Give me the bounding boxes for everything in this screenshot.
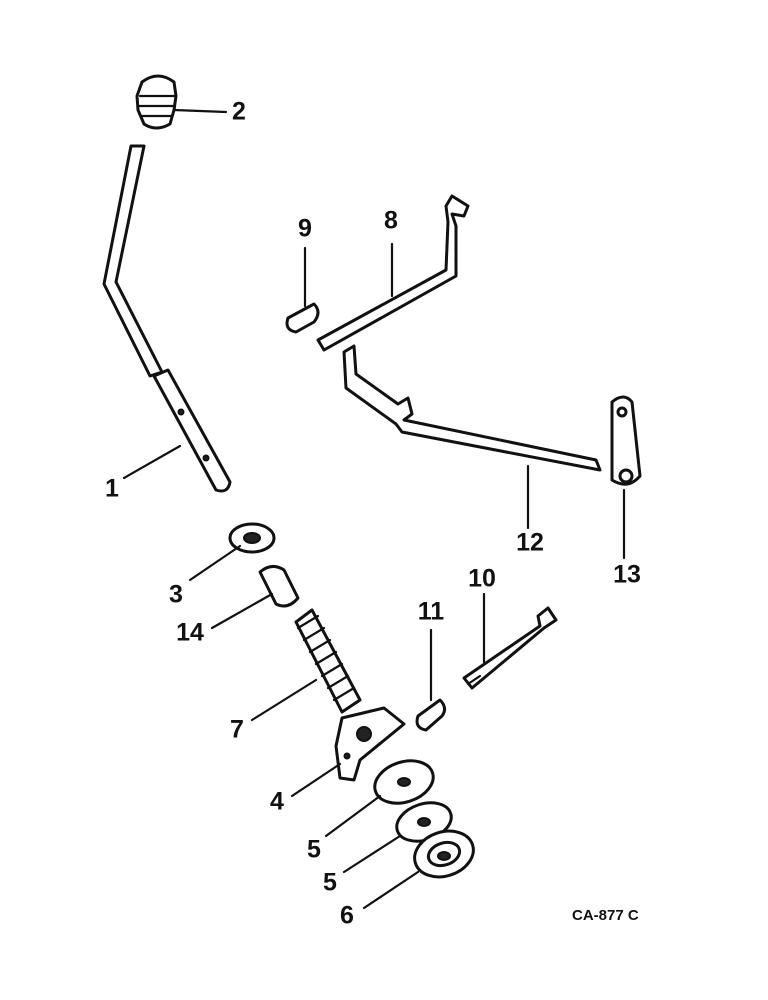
callout-14: 14 <box>176 619 204 647</box>
callout-labels: 2 1 9 8 12 13 3 14 7 4 11 10 5 5 6 <box>105 98 641 930</box>
rod-end <box>285 302 320 334</box>
washer-collar <box>228 522 276 554</box>
leader-7 <box>250 678 318 722</box>
callout-13: 13 <box>613 561 641 589</box>
leader-1 <box>122 444 182 480</box>
callout-7: 7 <box>230 716 244 744</box>
spacer <box>258 565 300 608</box>
leader-6 <box>362 870 420 910</box>
callout-10: 10 <box>468 565 496 593</box>
crank-rod <box>342 344 602 472</box>
leader-3 <box>188 544 242 582</box>
leader-lines <box>122 108 626 910</box>
link-rod <box>316 194 470 352</box>
callout-3: 3 <box>169 581 183 609</box>
callout-5b: 5 <box>323 869 337 897</box>
pivot-pin <box>415 698 447 732</box>
callout-2: 2 <box>232 98 246 126</box>
boot-base <box>413 829 475 879</box>
callout-11: 11 <box>418 598 445 626</box>
washer-upper <box>373 759 435 805</box>
callout-6: 6 <box>340 902 354 930</box>
leader-5b <box>342 834 402 874</box>
callout-4: 4 <box>270 788 284 816</box>
leader-2 <box>172 108 228 114</box>
leader-5a <box>324 794 382 838</box>
callout-5a: 5 <box>307 836 321 864</box>
lever-bracket <box>334 706 406 782</box>
callout-8: 8 <box>384 207 398 235</box>
control-rod <box>462 606 558 690</box>
callout-1: 1 <box>105 475 119 503</box>
arm <box>610 395 642 486</box>
callout-9: 9 <box>298 215 312 243</box>
lever-knob <box>135 74 178 130</box>
leader-4 <box>290 762 342 798</box>
figure-reference-code: CA-877 C <box>572 907 639 924</box>
leader-14 <box>210 592 274 630</box>
shift-lever <box>102 144 232 493</box>
spring <box>294 608 362 714</box>
callout-12: 12 <box>516 529 544 557</box>
